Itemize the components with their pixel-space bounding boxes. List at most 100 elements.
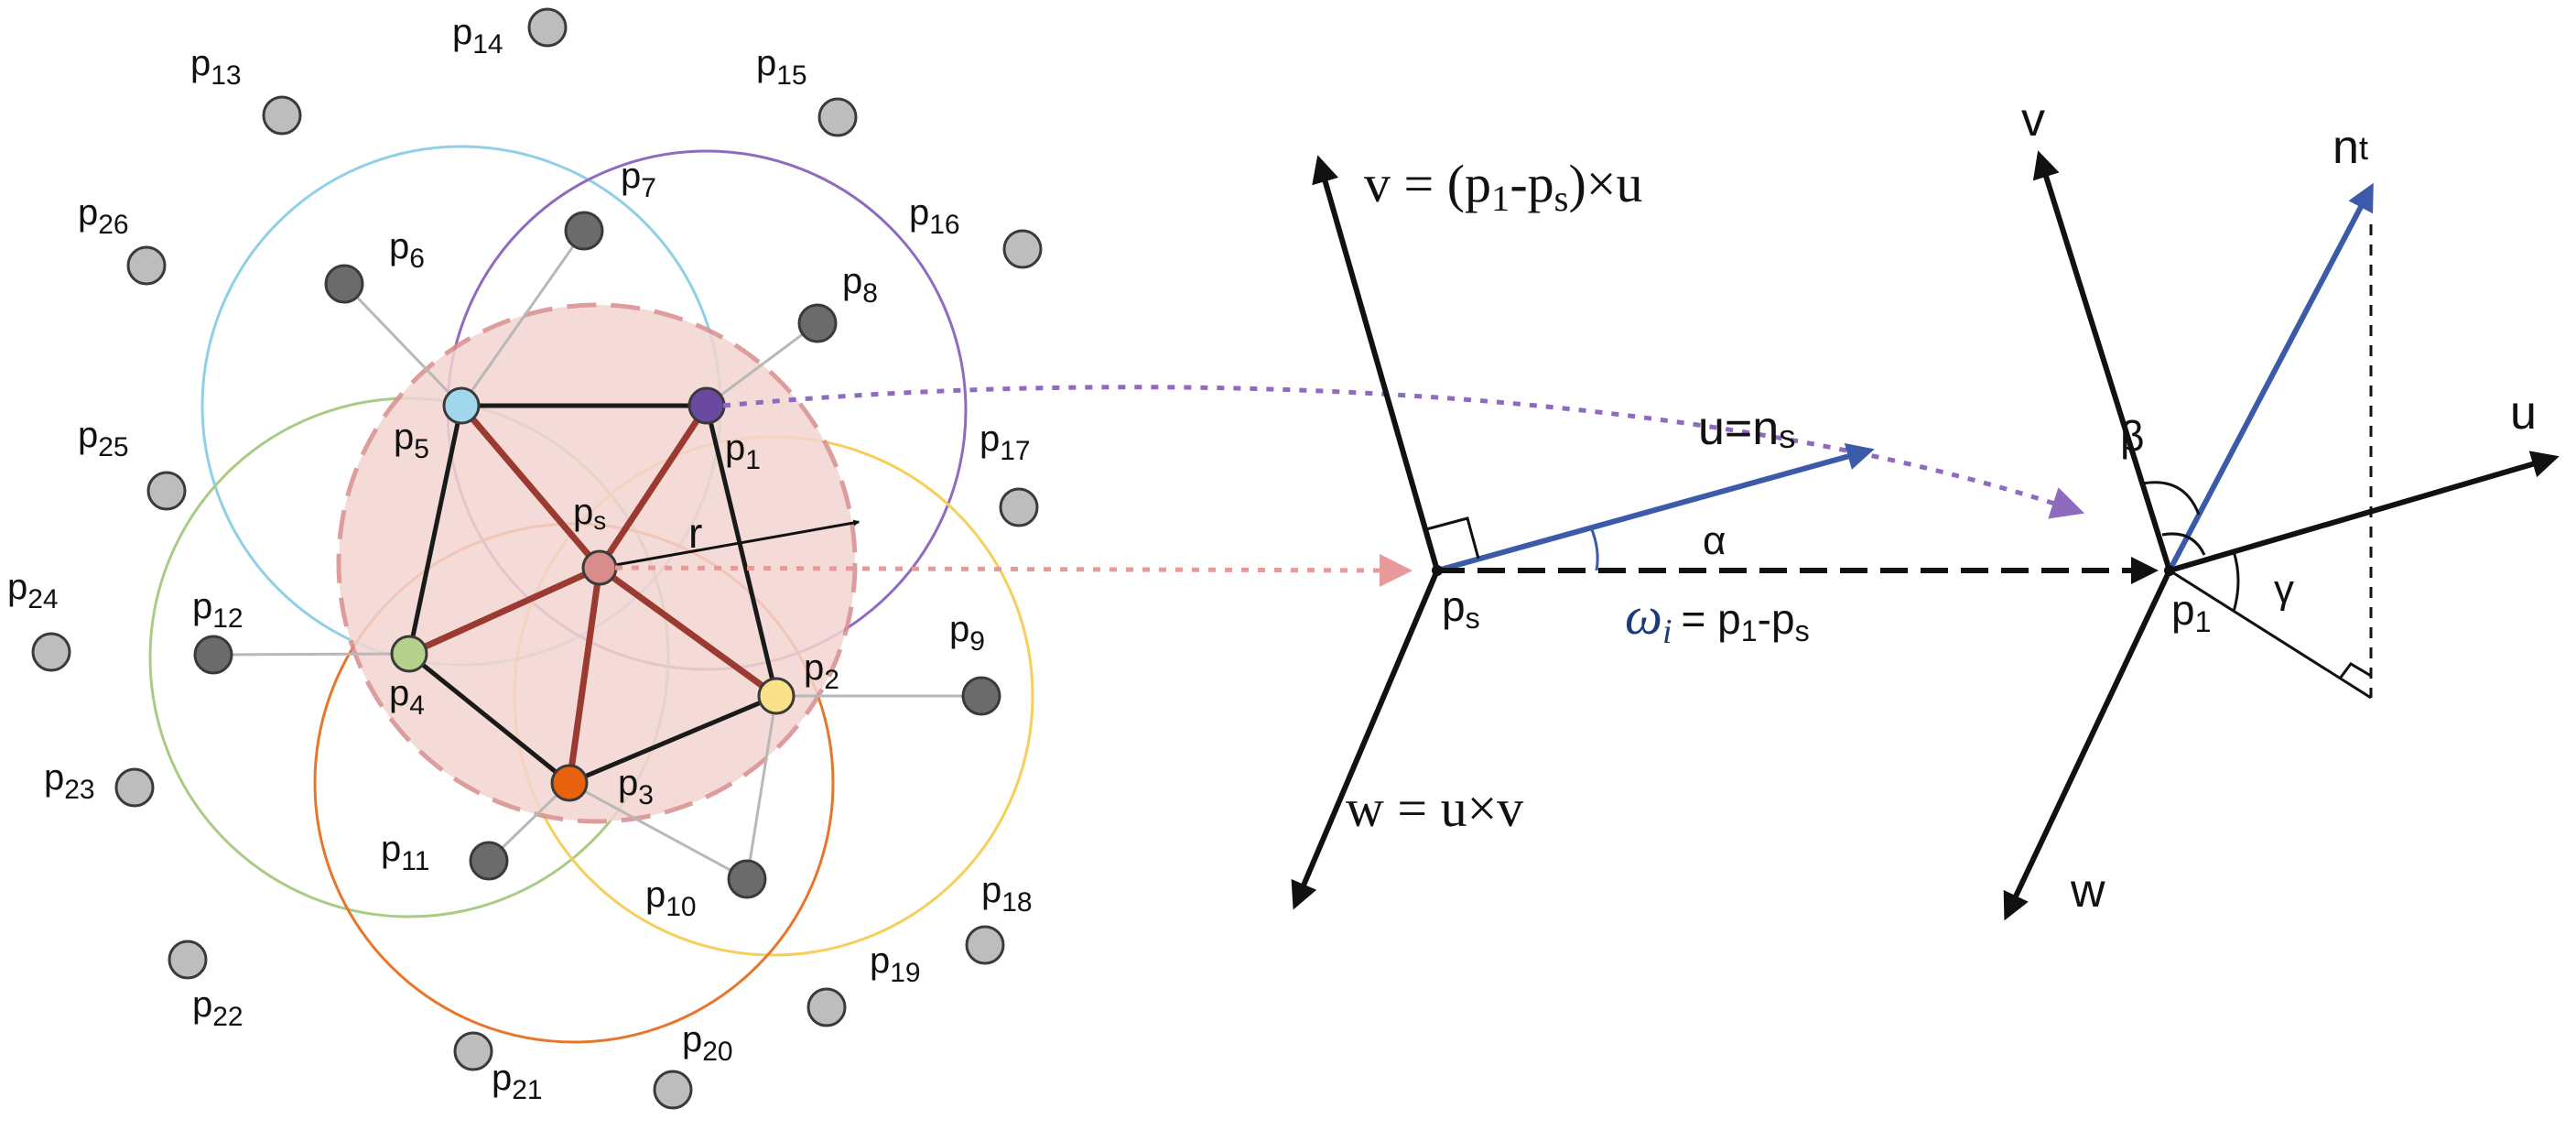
center-label: ps — [573, 492, 606, 535]
point-p11 — [469, 841, 509, 881]
point-label-p19: p19 — [870, 940, 921, 988]
point-p7 — [564, 211, 604, 251]
neighbor-connectors — [212, 230, 981, 881]
point-label-p26: p26 — [78, 192, 129, 240]
point-label-p6: p6 — [389, 226, 425, 274]
u-axis-label-source: u=ns — [1698, 402, 1795, 455]
point-p23 — [114, 767, 155, 808]
origin-dot-source — [1432, 565, 1443, 576]
angle-arc-gamma — [2232, 550, 2240, 613]
point-p12 — [193, 635, 233, 675]
u-axis-label-target: u — [2510, 386, 2537, 440]
point-label-p2: p2 — [804, 647, 839, 695]
source-frame: v = (p1-ps)×u u=ns α ps ωi= p1-ps w = u×… — [1291, 154, 2159, 910]
axis-w-target — [2003, 569, 2172, 921]
axis-v-target — [2032, 150, 2172, 571]
point-label-p21: p21 — [492, 1058, 543, 1105]
point-label-p24: p24 — [7, 567, 59, 614]
point-p24 — [31, 632, 71, 672]
connector-p4-p12 — [212, 652, 410, 657]
point-label-p13: p13 — [190, 43, 242, 91]
point-p1 — [687, 386, 726, 425]
point-p13 — [262, 95, 302, 136]
angle-arc-small — [2161, 532, 2206, 556]
link-arrow-ps — [614, 553, 1412, 587]
point-label-p3: p3 — [618, 763, 654, 810]
point-label-p15: p15 — [756, 43, 807, 91]
neighbor-polygon — [406, 403, 779, 786]
origin-label-target: p1 — [2171, 586, 2212, 638]
point-label-p1: p1 — [725, 428, 761, 475]
connector-p2-p10 — [745, 695, 778, 880]
spoke-ps-p5 — [458, 402, 603, 571]
point-label-p9: p9 — [949, 609, 985, 657]
beta-label: β — [2120, 412, 2144, 460]
point-p22 — [168, 940, 208, 980]
point-p14 — [527, 7, 568, 48]
spoke-ps-p4 — [406, 564, 603, 657]
point-label-p5: p5 — [394, 417, 429, 464]
connector-p3-p10 — [568, 781, 748, 881]
axis-w-source — [1291, 569, 1440, 910]
point-ps — [581, 549, 618, 586]
point-p15 — [817, 97, 858, 137]
point-label-p17: p17 — [980, 418, 1031, 466]
point-label-p18: p18 — [981, 870, 1033, 918]
point-p26 — [126, 245, 167, 286]
point-p4 — [390, 635, 428, 673]
omega-label: ωi= p1-ps — [1625, 586, 1810, 651]
point-p21 — [453, 1031, 493, 1071]
v-axis-label-target: v — [2021, 93, 2045, 147]
point-p18 — [965, 925, 1005, 965]
point-label-p12: p12 — [192, 586, 244, 634]
point-label-p22: p22 — [192, 984, 244, 1032]
angle-label-alpha: α — [1703, 518, 1726, 563]
link-arrow-p1 — [722, 385, 2085, 519]
point-p25 — [146, 471, 187, 511]
angle-arc-beta — [2141, 481, 2201, 516]
point-p19 — [806, 987, 847, 1027]
point-p2 — [757, 677, 796, 715]
point-p20 — [653, 1070, 693, 1110]
point-label-p23: p23 — [44, 757, 95, 805]
point-label-p16: p16 — [909, 192, 960, 240]
point-label-p14: p14 — [452, 12, 503, 60]
point-p16 — [1002, 229, 1043, 269]
point-p10 — [727, 859, 767, 899]
point-p5 — [442, 386, 481, 425]
point-label-p8: p8 — [842, 261, 878, 309]
point-label-p20: p20 — [682, 1019, 733, 1067]
n-label-target: nt — [2332, 121, 2368, 174]
connector-p5-p7 — [460, 230, 586, 407]
connector-p1-p8 — [706, 321, 818, 407]
origin-label-source: ps — [1442, 582, 1480, 635]
origin-dot-target — [2164, 565, 2175, 576]
gamma-label: γ — [2274, 567, 2294, 612]
radius-label: r — [688, 509, 702, 557]
point-p17 — [999, 487, 1039, 527]
point-label-p10: p10 — [645, 875, 697, 922]
spoke-ps-p3 — [566, 564, 603, 787]
connector-p5-p6 — [342, 282, 463, 407]
spoke-ps-p1 — [596, 402, 710, 571]
right-angle-marker-source — [1425, 516, 1480, 560]
vector-u-source — [1436, 442, 1875, 573]
radius-arrow — [599, 519, 860, 570]
point-p8 — [797, 303, 838, 343]
spokes — [406, 402, 780, 787]
point-label-p11: p11 — [381, 829, 429, 876]
angle-arc-alpha — [1589, 527, 1599, 571]
point-p6 — [324, 264, 364, 304]
point-label-p4: p4 — [389, 673, 425, 721]
w-axis-label-target: w — [2070, 864, 2105, 918]
point-label-p25: p25 — [78, 415, 129, 462]
projection-base — [2169, 569, 2372, 700]
point-p9 — [961, 676, 1001, 716]
axis-v-source — [1312, 155, 1440, 571]
axis-u-target — [2169, 451, 2560, 573]
spoke-ps-p2 — [596, 564, 780, 700]
point-p3 — [550, 764, 589, 802]
